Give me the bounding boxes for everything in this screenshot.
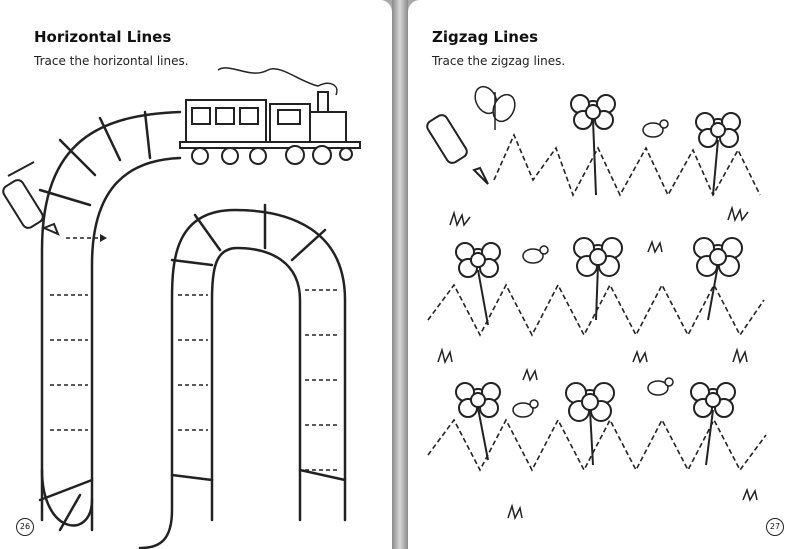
instruction-text: Trace the zigzag lines. bbox=[432, 54, 566, 68]
left-worksheet-page: Horizontal Lines Trace the horizontal li… bbox=[0, 0, 392, 549]
bee-icon bbox=[512, 119, 674, 418]
page-number: 26 bbox=[16, 518, 34, 536]
train-icon bbox=[179, 67, 361, 165]
page-number: 27 bbox=[766, 518, 784, 536]
instruction-text: Trace the horizontal lines. bbox=[34, 54, 189, 68]
page-title: Horizontal Lines bbox=[34, 28, 172, 46]
butterfly-icon bbox=[474, 85, 516, 130]
book-spine bbox=[392, 0, 408, 549]
zigzag-tracing-illustration bbox=[426, 85, 767, 521]
crayon-icon bbox=[426, 114, 489, 185]
track-tracing-illustration bbox=[2, 67, 361, 549]
flower-icon bbox=[455, 94, 743, 466]
grass-icon bbox=[437, 205, 758, 521]
page-title: Zigzag Lines bbox=[432, 28, 539, 46]
right-worksheet-page: Zigzag Lines Trace the zigzag lines. bbox=[408, 0, 800, 549]
crayon-icon bbox=[2, 161, 60, 236]
